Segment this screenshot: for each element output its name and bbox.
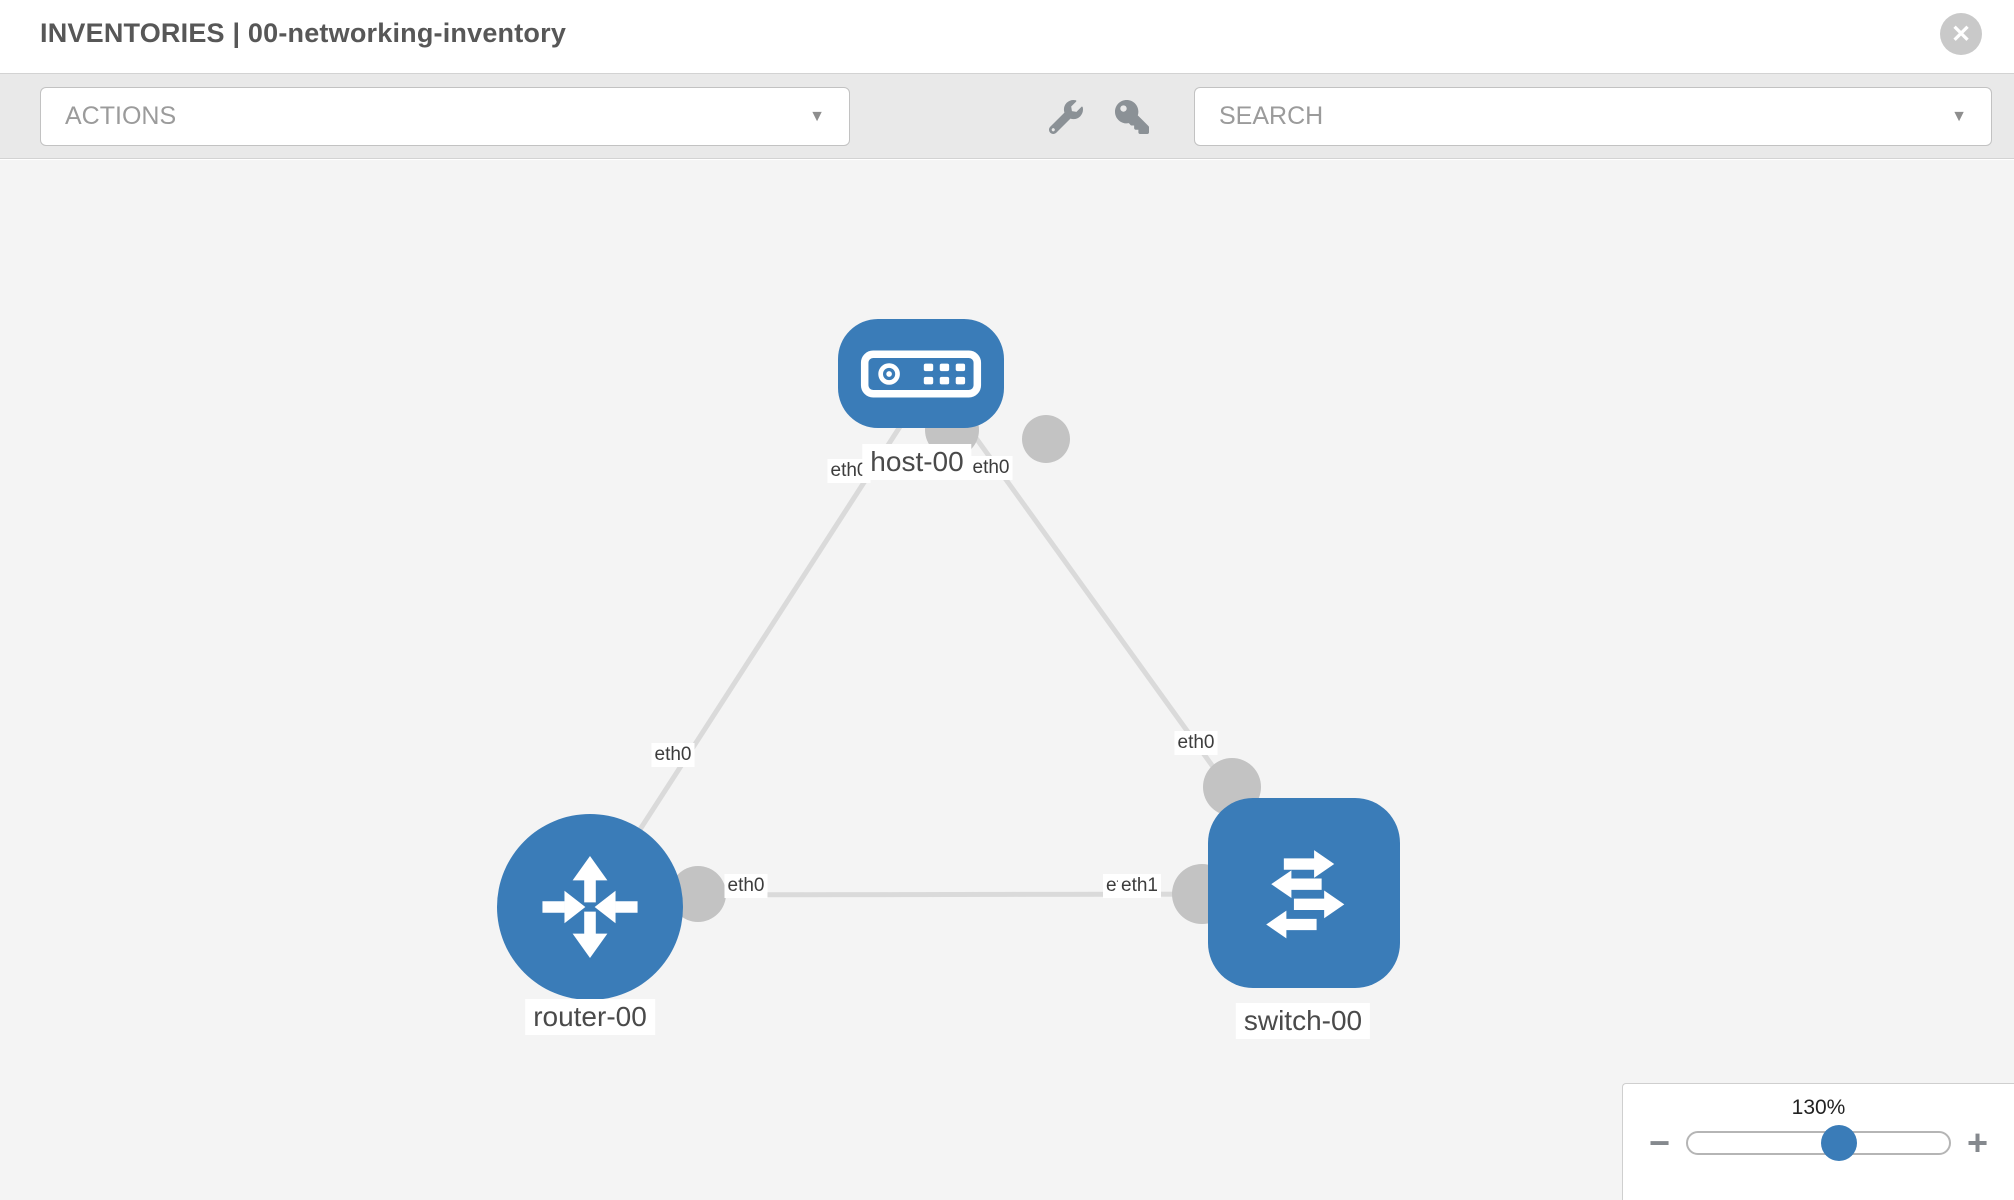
zoom-level: 130% — [1791, 1096, 1846, 1119]
key-icon — [1115, 100, 1149, 134]
search-dropdown[interactable]: SEARCH ▼ — [1194, 87, 1992, 146]
wrench-button[interactable] — [1047, 98, 1085, 136]
node-label-switch: switch-00 — [1235, 1003, 1371, 1039]
interface-label: eth0 — [1174, 731, 1218, 755]
router-icon — [542, 855, 638, 959]
links-layer — [587, 375, 1307, 924]
actions-dropdown[interactable]: ACTIONS ▼ — [40, 87, 850, 146]
port-host-eth0-right[interactable] — [1022, 415, 1070, 463]
close-button[interactable]: ✕ — [1940, 13, 1982, 55]
interface-label: eth1 — [1118, 874, 1161, 898]
chevron-down-icon: ▼ — [809, 107, 825, 125]
node-label-router: router-00 — [525, 999, 655, 1035]
interface-label: eth0 — [969, 456, 1013, 480]
wrench-icon — [1049, 100, 1083, 134]
topology-canvas[interactable]: eth0 eth0 eth0 eth0 eth0 eth0 eth1 host-… — [0, 160, 2014, 1200]
interface-label: eth0 — [724, 874, 768, 898]
node-host-00[interactable] — [838, 319, 1004, 428]
host-icon — [860, 350, 982, 397]
node-switch-00[interactable] — [1208, 798, 1400, 988]
chevron-down-icon: ▼ — [1951, 107, 1967, 125]
zoom-slider-track[interactable] — [1686, 1125, 1951, 1161]
credentials-button[interactable] — [1113, 98, 1151, 136]
node-router-00[interactable] — [497, 814, 683, 1000]
port-router-eth0[interactable] — [670, 866, 726, 922]
zoom-in-button[interactable]: + — [1966, 1122, 1988, 1163]
page-title: INVENTORIES | 00-networking-inventory — [40, 18, 567, 48]
close-icon: ✕ — [1950, 20, 1972, 48]
zoom-out-button[interactable]: − — [1649, 1122, 1671, 1163]
node-label-host: host-00 — [862, 444, 972, 480]
switch-icon — [1266, 850, 1345, 939]
actions-dropdown-label: ACTIONS — [65, 102, 177, 130]
interface-label: eth0 — [651, 743, 695, 767]
zoom-slider-thumb[interactable] — [1821, 1125, 1858, 1161]
toolbar: ACTIONS ▼ SEARCH ▼ — [0, 73, 2014, 159]
header: INVENTORIES | 00-networking-inventory ✕ — [0, 0, 2014, 73]
search-dropdown-label: SEARCH — [1219, 102, 1324, 130]
zoom-panel: 130% − + — [1622, 1083, 2014, 1200]
